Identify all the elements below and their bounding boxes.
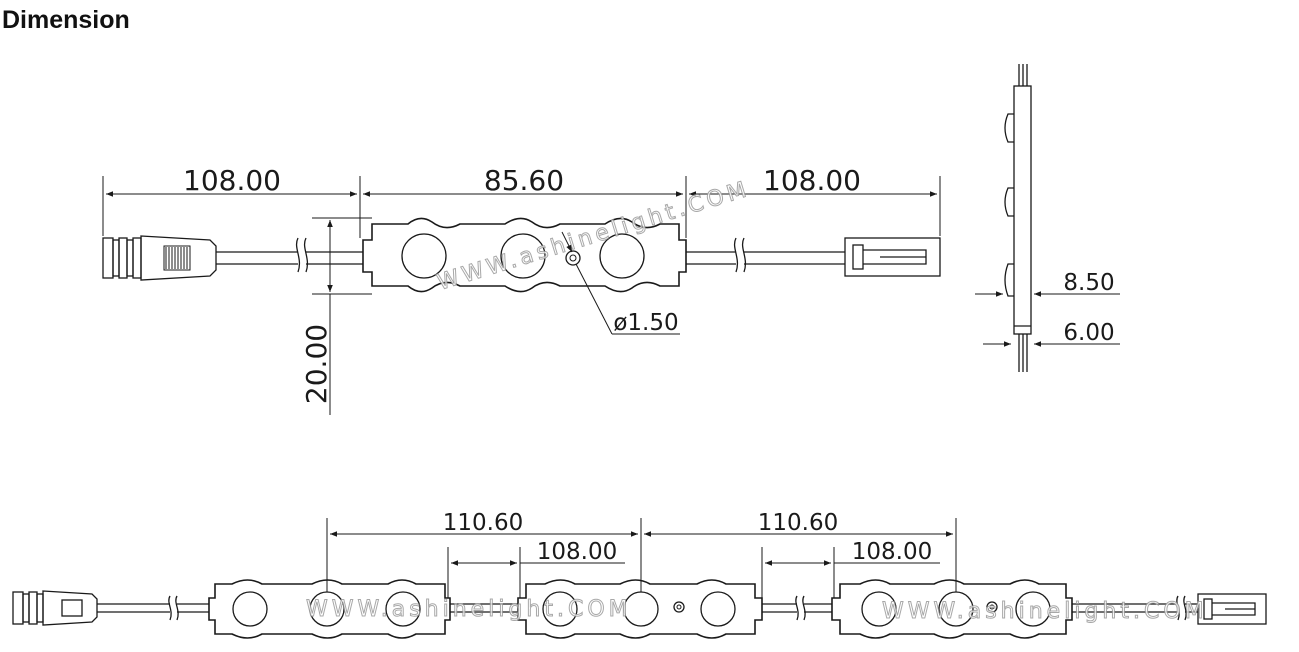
led-lens-2 (500, 233, 546, 279)
front-view: 108.00 85.60 108.00 20.00 ø1.50 WWW.ashi… (102, 164, 941, 415)
module-height-dimension: 20.00 (300, 217, 372, 415)
chain-cable-1-label: 108.00 (537, 539, 617, 565)
chain-view: 110.60 110.60 108.00 108.00 WWW.ashineli… (12, 510, 1267, 639)
female-connector (102, 235, 217, 281)
chain-cable-2-label: 108.00 (852, 539, 932, 565)
led-module (362, 217, 687, 293)
right-cable-length-label: 108.00 (763, 164, 861, 197)
led-lens-3 (599, 233, 645, 279)
chain-module-3 (831, 579, 1073, 639)
mounting-hole (565, 250, 581, 266)
chain-pitch-1-label: 110.60 (443, 510, 523, 536)
right-cable (686, 237, 845, 273)
chain-pitch-2-label: 110.60 (758, 510, 838, 536)
chain-module-2 (517, 579, 763, 639)
male-connector (844, 237, 941, 277)
module-length-label: 85.60 (484, 164, 564, 197)
module-height-label: 20.00 (300, 324, 333, 404)
watermark-chain-1: WWW.ashinelight.COM (306, 597, 632, 622)
thickness-base-label: 6.00 (1063, 320, 1114, 346)
chain-female-connector (12, 590, 98, 626)
hole-diameter-label: ø1.50 (613, 310, 678, 336)
side-thickness-dimensions: 8.50 6.00 (975, 270, 1120, 347)
page-title: Dimension (2, 6, 130, 34)
side-view: 8.50 6.00 (975, 64, 1120, 372)
hole-diameter-callout: ø1.50 (561, 231, 680, 336)
thickness-total-label: 8.50 (1063, 270, 1114, 296)
left-cable (216, 237, 363, 273)
front-top-dimensions: 108.00 85.60 108.00 (102, 164, 941, 238)
chain-male-connector (1197, 593, 1267, 625)
led-lens-1 (401, 233, 447, 279)
watermark-chain-2: WWW.ashinelight.COM (882, 599, 1208, 624)
left-cable-length-label: 108.00 (183, 164, 281, 197)
chain-dimensions: 110.60 110.60 108.00 108.00 (326, 510, 957, 598)
